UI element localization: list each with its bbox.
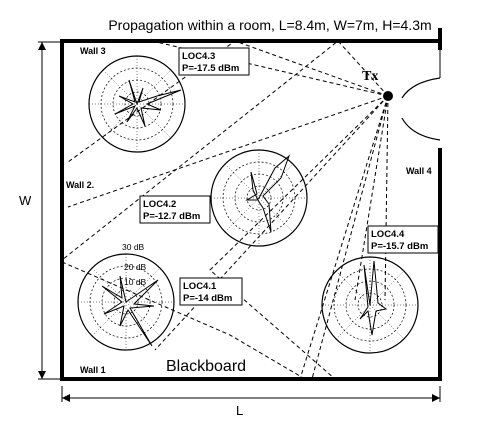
wall-2-label: Wall 2. bbox=[66, 180, 94, 190]
room-walls bbox=[60, 28, 442, 381]
transmitter-dot bbox=[383, 91, 393, 101]
ray-path bbox=[151, 40, 389, 97]
diagram-title: Propagation within a room, L=8.4m, W=7m,… bbox=[108, 17, 431, 33]
polar-plot-loc44 bbox=[321, 256, 419, 354]
ray-path bbox=[61, 40, 389, 261]
location-name: LOC4.2 bbox=[143, 199, 176, 210]
ray-path bbox=[299, 95, 389, 380]
polar-plot-loc41: 30 dB 20 dB 10 dB bbox=[77, 242, 175, 351]
wall-4-label: Wall 4 bbox=[406, 166, 432, 176]
radiation-pattern bbox=[101, 275, 159, 347]
radiation-pattern bbox=[245, 154, 291, 233]
dimension-width: W bbox=[19, 41, 62, 380]
ray-path bbox=[354, 95, 389, 301]
location-label-loc43: LOC4.3 P=-17.5 dBm bbox=[178, 47, 250, 76]
location-power: P=-17.5 dBm bbox=[182, 63, 239, 74]
ray-path bbox=[67, 40, 389, 163]
polar-plot-loc43 bbox=[88, 55, 186, 153]
arrow-right-icon bbox=[432, 394, 440, 402]
ray-path bbox=[209, 95, 389, 380]
ray-path bbox=[384, 95, 389, 301]
blackboard-label: Blackboard bbox=[166, 358, 246, 375]
polar-plot-loc42 bbox=[210, 149, 308, 247]
location-name: LOC4.1 bbox=[183, 281, 217, 292]
ray-path bbox=[154, 95, 389, 351]
label-box bbox=[179, 277, 243, 306]
door-arc-upper bbox=[401, 77, 441, 99]
transmitter-label: Tx bbox=[362, 69, 378, 84]
location-label-loc44: LOC4.4 P=-15.7 dBm bbox=[367, 225, 439, 254]
label-box bbox=[367, 225, 439, 254]
ring-label-20db: 20 dB bbox=[124, 262, 147, 272]
wall-1-label: Wall 1 bbox=[80, 365, 106, 375]
location-name: LOC4.4 bbox=[371, 229, 405, 240]
ray-path bbox=[61, 261, 306, 380]
label-box bbox=[139, 195, 211, 224]
location-label-loc41: LOC4.1 P=-14 dBm bbox=[179, 277, 243, 306]
location-power: P=-12.7 dBm bbox=[143, 211, 200, 222]
dimension-length: L bbox=[61, 386, 441, 418]
arrow-up-icon bbox=[38, 42, 46, 50]
label-box bbox=[178, 47, 250, 76]
radiation-pattern bbox=[114, 79, 182, 127]
ray-paths bbox=[61, 40, 389, 380]
ray-path bbox=[67, 95, 389, 208]
wall-3-label: Wall 3 bbox=[80, 46, 106, 56]
width-label: W bbox=[19, 193, 32, 208]
ring-label-30db: 30 dB bbox=[122, 242, 145, 252]
ring-label-10db: 10 dB bbox=[124, 277, 147, 287]
location-label-loc42: LOC4.2 P=-12.7 dBm bbox=[139, 195, 211, 224]
radiation-pattern bbox=[359, 260, 388, 336]
door-arc-lower bbox=[401, 117, 441, 141]
arrow-down-icon bbox=[38, 371, 46, 379]
arrow-left-icon bbox=[62, 394, 70, 402]
location-power: P=-15.7 dBm bbox=[371, 241, 428, 252]
location-name: LOC4.3 bbox=[182, 51, 215, 62]
length-label: L bbox=[236, 403, 243, 418]
location-power: P=-14 dBm bbox=[183, 293, 232, 304]
